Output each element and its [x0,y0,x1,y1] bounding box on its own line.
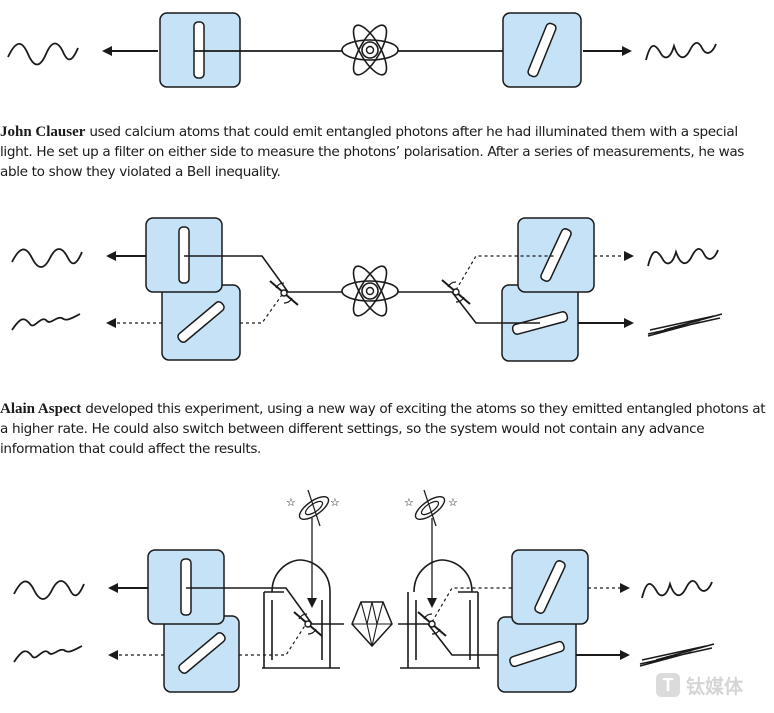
wave-right-lower [639,643,715,667]
polarizer-left-lower [177,301,225,343]
wave-right-lower [647,313,723,337]
watermark-text: 钛媒体 [686,675,744,698]
aspect-caption: Alain Aspect developed this experiment, … [0,399,770,459]
rotate-arrows-left [298,613,317,635]
wave-left-upper [11,248,83,268]
polarizer-right [527,22,557,78]
polarizer-left [193,21,205,79]
polarizer-right-lower [509,640,565,668]
wave-right [645,42,717,61]
wave-left-lower [13,645,83,663]
polarizer-left-lower [178,632,226,674]
watermark-badge: T [656,673,680,697]
beam-right-lower [398,623,540,656]
caption-name: Alain Aspect [0,401,82,417]
polarizer-right-upper [534,560,566,614]
wave-left-lower [11,313,81,331]
polarizer-left-upper [178,226,190,284]
atom-icon [341,19,399,81]
caption-name: John Clauser [0,124,86,140]
rotate-arrows-right [423,613,441,635]
beam-right-lower [398,291,540,324]
rotate-arrows-right [447,281,465,303]
caption-text: used calcium atoms that could emit entan… [0,124,745,180]
spark-icon: ☆ [448,496,458,509]
clauser-caption: John Clauser used calcium atoms that cou… [0,122,770,182]
beam-left-upper [184,255,342,293]
laser-disc-icon [298,489,330,527]
aspect-two-channel-setup [11,217,723,362]
laser-disc-icon [414,489,446,527]
polarizer-right-upper [540,228,572,282]
spark-icon: ☆ [330,496,340,509]
wave-right-upper [641,580,713,599]
crystal-icon [351,601,393,648]
spark-icon: ☆ [404,496,414,509]
watermark-logo: T 钛媒体 [656,670,768,700]
beam-left-lower-dashed [240,291,285,324]
wave-right-upper [647,248,719,267]
clauser-setup [7,12,717,88]
beam-right-upper-dashed [455,255,556,291]
wave-left [7,42,79,66]
caption-text: developed this experiment, using a new w… [0,401,766,457]
beam-left-upper [186,587,344,625]
switch-housing-right [413,559,473,593]
wave-left-upper [13,580,85,600]
polarizer-left-upper [180,558,192,616]
spark-icon: ☆ [286,496,296,509]
aspect-switching-setup: ☆ ☆ ☆ ☆ [13,489,715,693]
switch-housing-left [271,559,331,593]
atom-icon [341,260,399,322]
rotate-arrows-left [275,282,293,304]
